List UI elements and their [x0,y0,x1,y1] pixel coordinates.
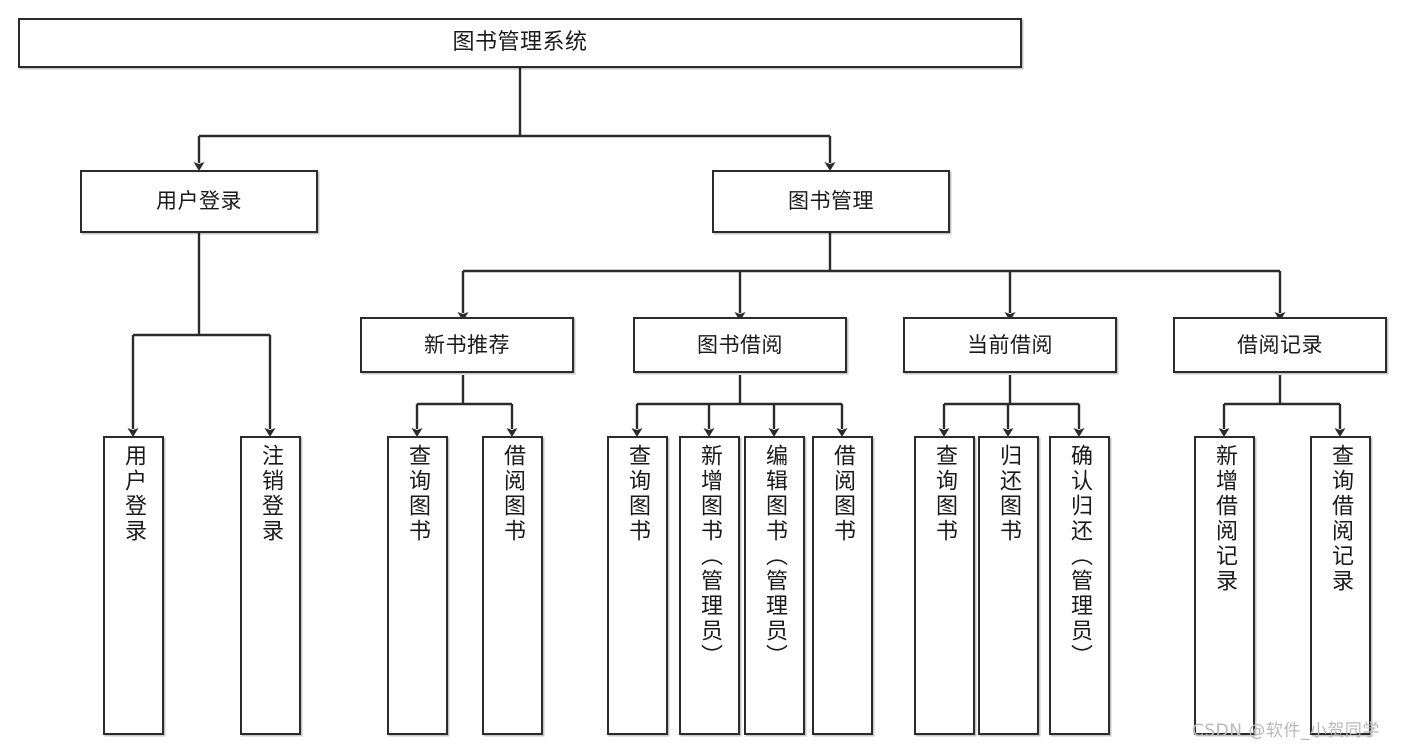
leaf-cb-confirm-return[interactable]: 确认归还（管理员） [1049,436,1110,735]
leaf-logout[interactable]: 注销登录 [240,436,301,735]
leaf-br-add-record-label: 新增借阅记录 [1212,444,1238,594]
leaf-bb-query-book[interactable]: 查询图书 [607,436,668,735]
node-book-manage[interactable]: 图书管理 [712,170,950,233]
node-user-login-label: 用户登录 [156,189,242,214]
leaf-nb-query-book-label: 查询图书 [405,444,431,544]
node-book-borrow-label: 图书借阅 [697,332,783,357]
node-current-borrow[interactable]: 当前借阅 [903,317,1117,373]
node-borrow-record[interactable]: 借阅记录 [1173,317,1387,373]
node-book-borrow[interactable]: 图书借阅 [633,317,847,373]
node-user-login[interactable]: 用户登录 [80,170,318,233]
leaf-br-query-record[interactable]: 查询借阅记录 [1310,436,1371,735]
leaf-nb-borrow-book[interactable]: 借阅图书 [482,436,543,735]
leaf-cb-query-book[interactable]: 查询图书 [914,436,975,735]
leaf-nb-borrow-book-label: 借阅图书 [500,444,526,544]
leaf-cb-query-book-label: 查询图书 [932,444,958,544]
node-current-borrow-label: 当前借阅 [967,332,1053,357]
leaf-bb-borrow-book[interactable]: 借阅图书 [812,436,873,735]
node-root[interactable]: 图书管理系统 [18,18,1022,68]
leaf-bb-add-book[interactable]: 新增图书（管理员） [679,436,740,735]
leaf-logout-label: 注销登录 [258,444,284,544]
node-new-book-recommend-label: 新书推荐 [424,332,510,357]
leaf-user-login-label: 用户登录 [121,444,147,544]
leaf-bb-add-book-label: 新增图书（管理员） [697,444,723,669]
leaf-bb-edit-book-label: 编辑图书（管理员） [762,444,788,669]
node-root-label: 图书管理系统 [452,30,588,56]
leaf-cb-return-book[interactable]: 归还图书 [978,436,1039,735]
leaf-cb-confirm-return-label: 确认归还（管理员） [1067,444,1093,669]
leaf-br-query-record-label: 查询借阅记录 [1328,444,1354,594]
node-book-manage-label: 图书管理 [788,189,874,214]
node-new-book-recommend[interactable]: 新书推荐 [360,317,574,373]
csdn-watermark: CSDN @软件_小贺同学 [1192,721,1380,741]
leaf-nb-query-book[interactable]: 查询图书 [387,436,448,735]
leaf-user-login[interactable]: 用户登录 [103,436,164,735]
leaf-cb-return-book-label: 归还图书 [996,444,1022,544]
leaf-bb-borrow-book-label: 借阅图书 [830,444,856,544]
leaf-bb-edit-book[interactable]: 编辑图书（管理员） [744,436,805,735]
leaf-br-add-record[interactable]: 新增借阅记录 [1194,436,1255,735]
node-borrow-record-label: 借阅记录 [1237,332,1323,357]
leaf-bb-query-book-label: 查询图书 [625,444,651,544]
